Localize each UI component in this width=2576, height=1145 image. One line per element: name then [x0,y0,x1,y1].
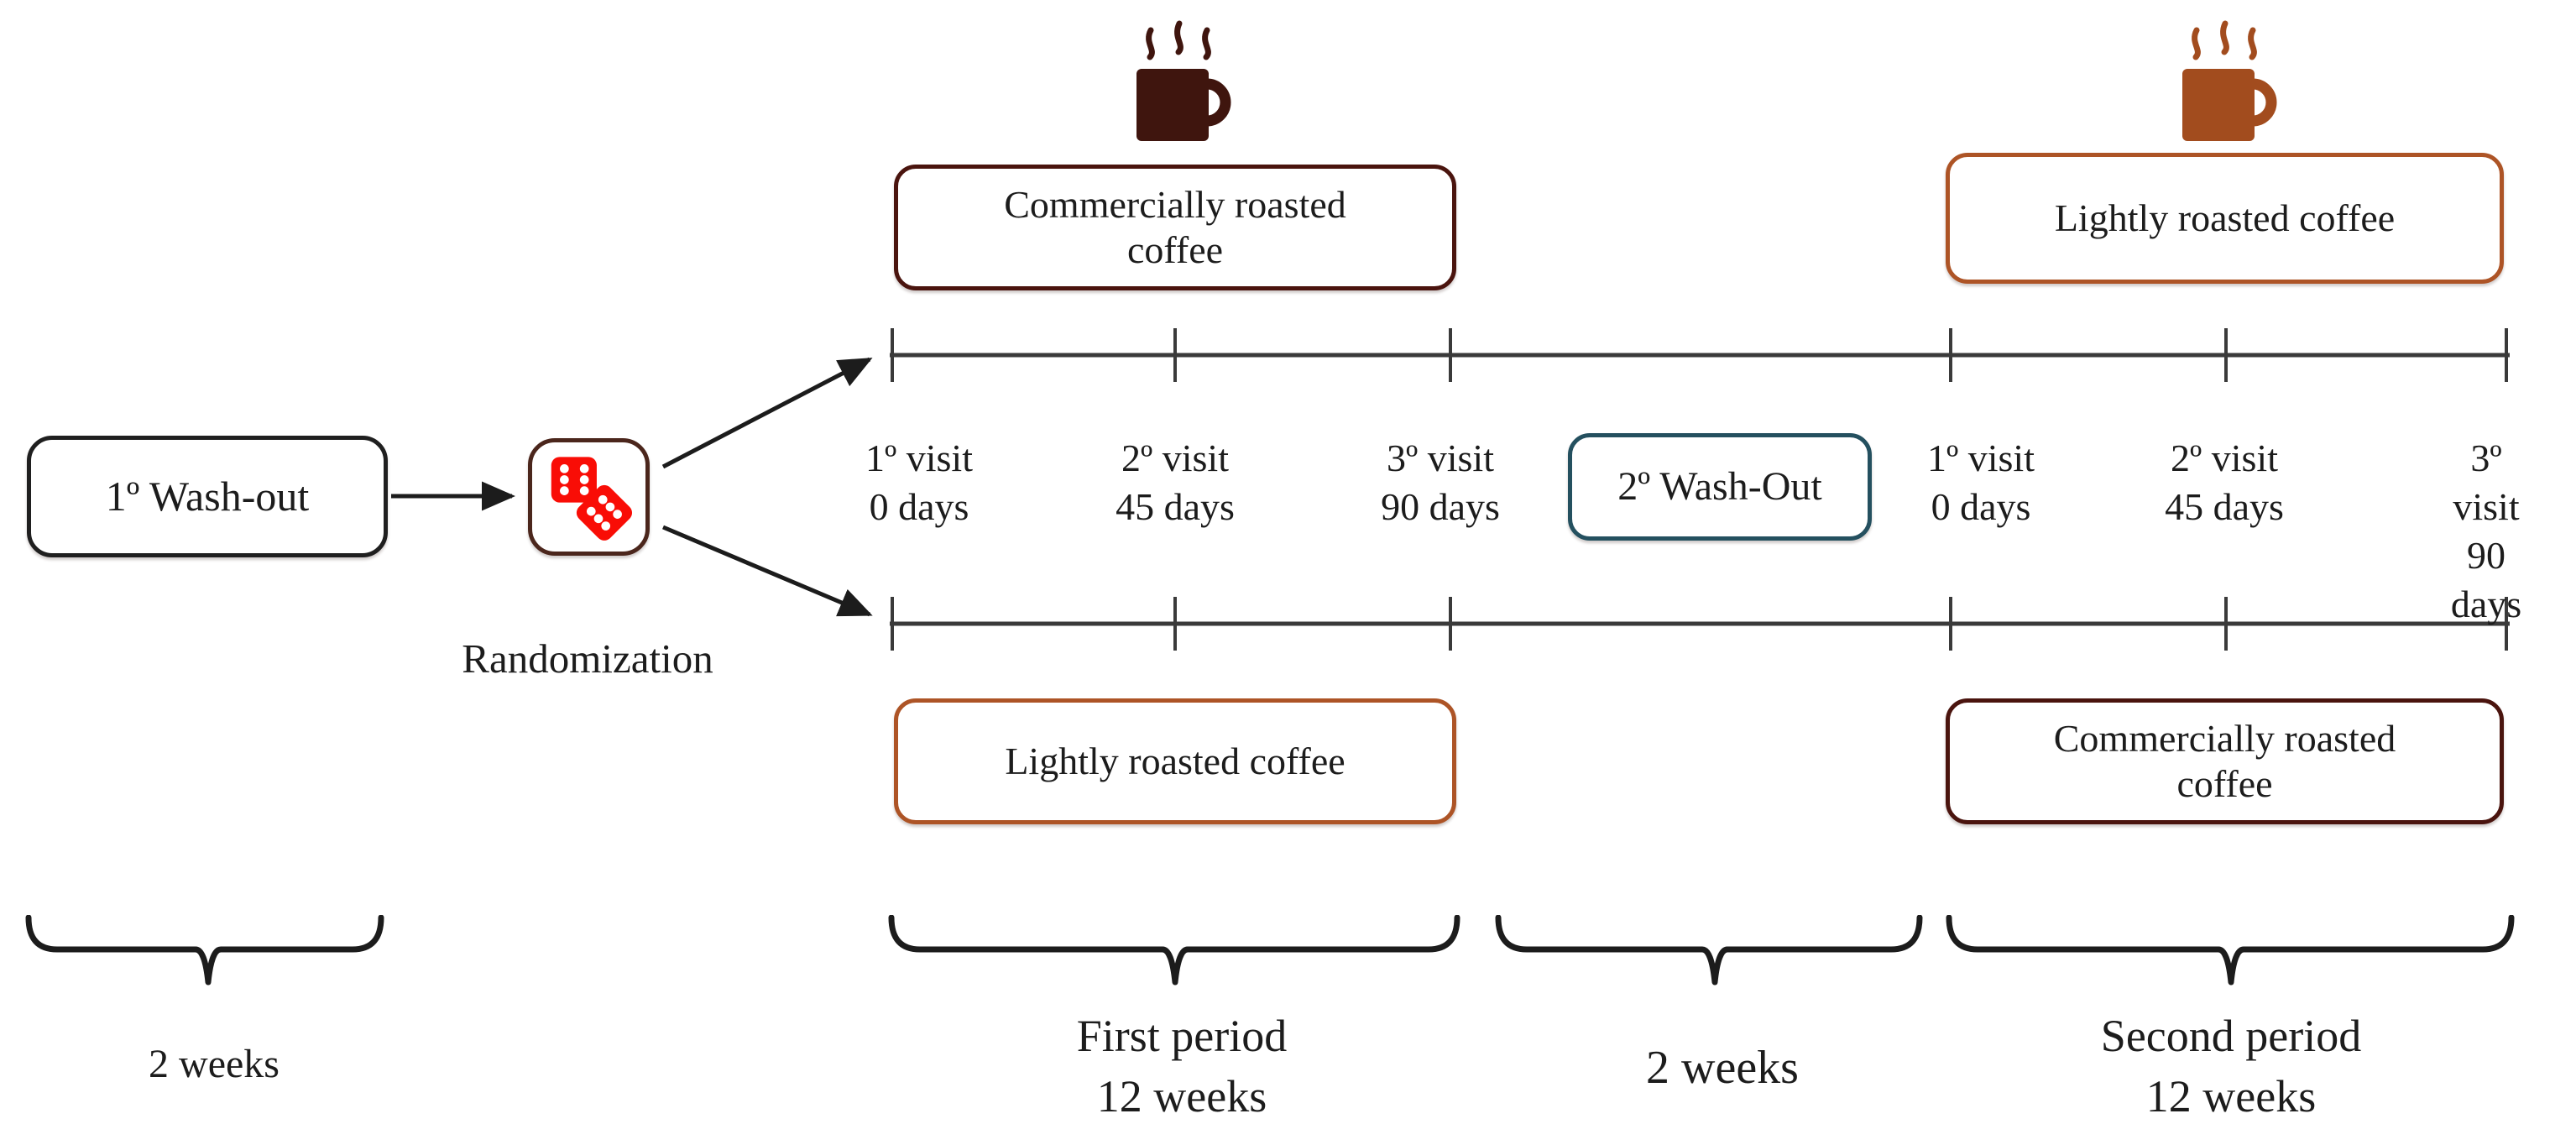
first-period-coffee-label: Commercially roasted coffee [1004,182,1346,271]
washout1-brace [25,915,384,986]
washout2-brace [1495,915,1923,986]
second-period-coffee-box: Lightly roasted coffee [1946,153,2504,284]
first-period-bottom-coffee-label: Lightly roasted coffee [1005,739,1345,782]
timeline-first-arm-ticks [891,328,2508,382]
steam-icon [1146,20,1211,60]
second-washout-box: 2º Wash-Out [1568,433,1872,541]
second-washout-label: 2º Wash-Out [1617,463,1822,509]
washout1-duration-label: 2 weeks [149,1042,280,1086]
second-period-brace [1946,915,2515,986]
first-period-duration-label: First period 12 weeks [1076,1011,1288,1121]
timeline-second-arm-ticks [891,597,2508,651]
visit-label: 3º visit 90 days [2450,437,2522,625]
dice-icon [551,457,633,541]
visit-label: 1º visit 0 days [865,437,974,528]
washout2-duration-label: 2 weeks [1646,1042,1799,1094]
first-period-coffee-box: Commercially roasted coffee [894,165,1456,290]
steam-icon [2192,20,2257,60]
first-period-brace [888,915,1460,986]
first-washout-label: 1º Wash-out [105,473,310,520]
randomization-to-second-arm-arrow [662,525,873,617]
coffee-mug-dark-icon [1136,20,1231,141]
visit-label: 2º visit 45 days [2165,437,2284,528]
timeline-first-arm [890,328,2510,382]
second-period-bottom-coffee-label: Commercially roasted coffee [2053,716,2396,805]
timeline-second-arm [890,597,2510,651]
randomization-to-first-arm-arrow [661,357,873,469]
randomization-label: Randomization [462,635,713,682]
second-period-coffee-label: Lightly roasted coffee [2054,196,2396,239]
visit-label: 3º visit 90 days [1381,437,1500,528]
visit-label: 2º visit 45 days [1116,437,1235,528]
randomization-dice-box [528,438,650,556]
coffee-mug-light-icon [2182,20,2277,141]
second-period-bottom-coffee-box: Commercially roasted coffee [1946,698,2504,824]
second-period-duration-label: Second period 12 weeks [2100,1011,2362,1121]
visit-label: 1º visit 0 days [1926,437,2035,528]
first-period-bottom-coffee-box: Lightly roasted coffee [894,698,1456,824]
first-washout-box: 1º Wash-out [27,436,388,557]
